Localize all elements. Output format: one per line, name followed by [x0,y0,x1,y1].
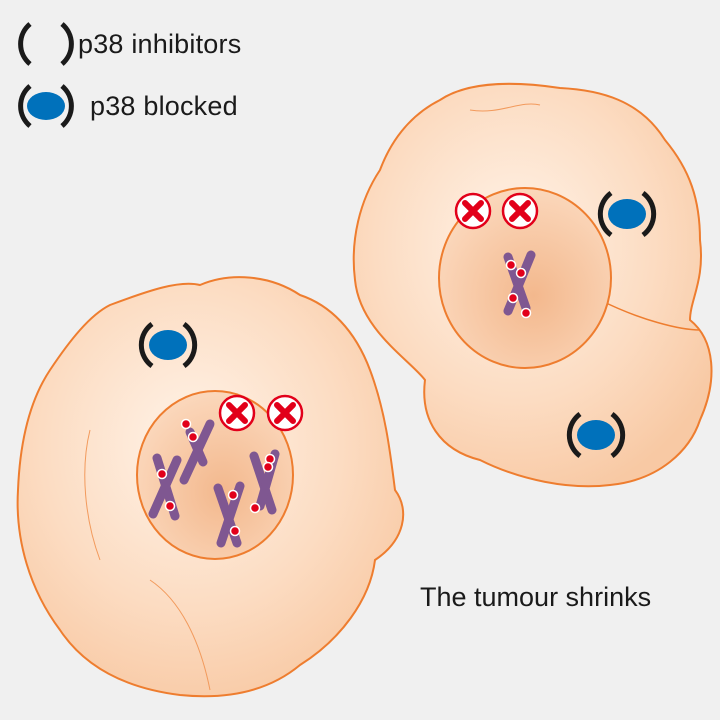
blocked-marker-icon [503,194,537,228]
p38-inhibitor-brackets-icon [18,22,74,66]
legend-item-p38-blocked: p38 blocked [14,84,238,128]
blocked-marker-icon [220,396,254,430]
large-cell [16,276,405,698]
legend-item-p38-inhibitors: p38 inhibitors [14,22,241,66]
caption: The tumour shrinks [420,582,652,612]
p38-blocked-icon [18,84,74,128]
shrinking-cell [352,82,713,488]
blocked-marker-icon [268,396,302,430]
legend-label: p38 inhibitors [78,28,242,59]
blocked-marker-icon [456,194,490,228]
legend-label: p38 blocked [90,90,238,121]
